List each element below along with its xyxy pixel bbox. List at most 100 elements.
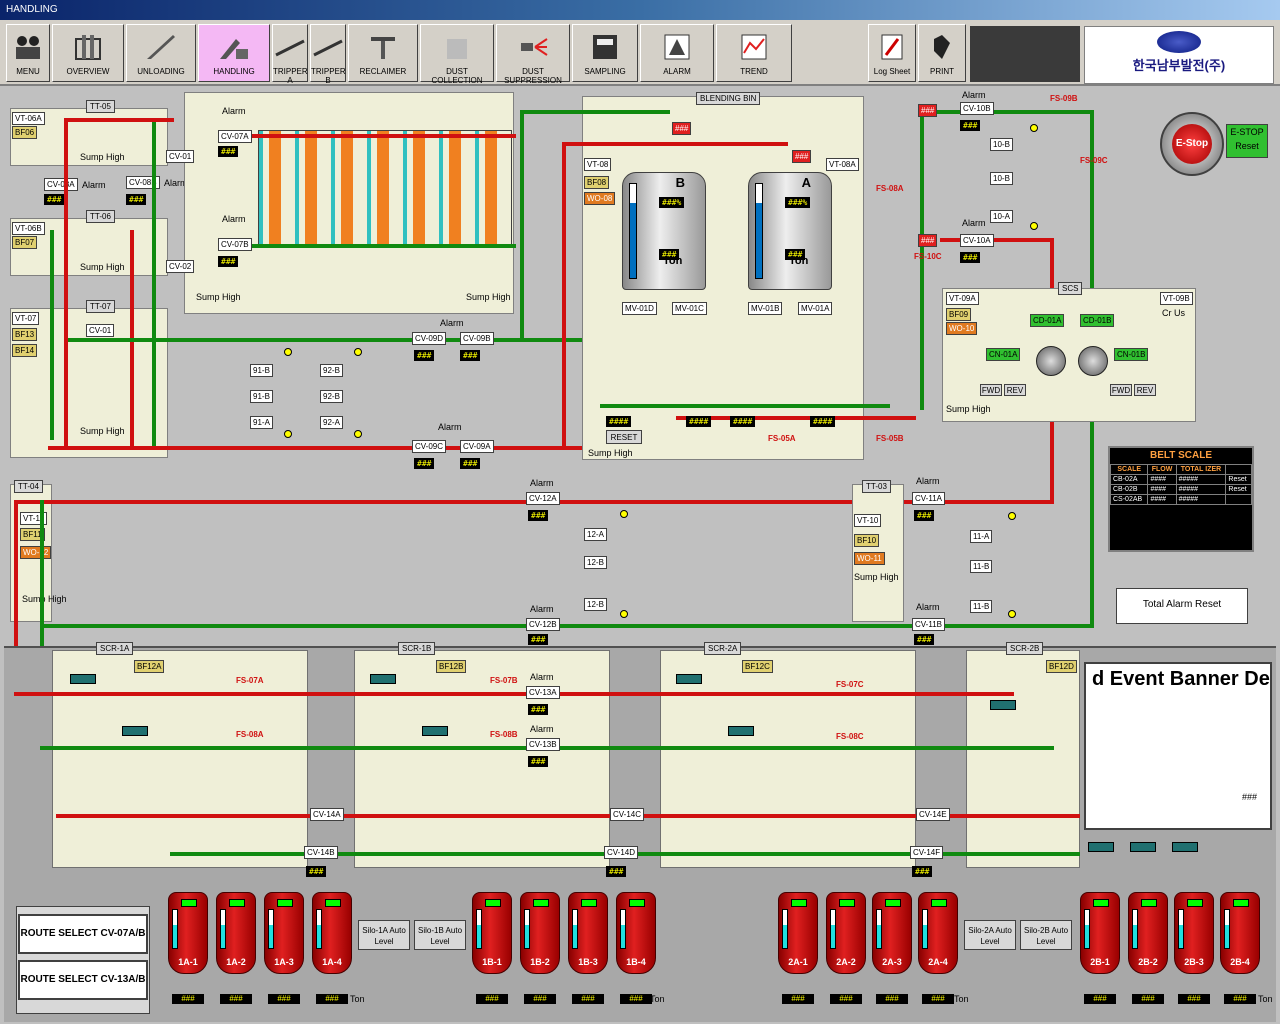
mv01c-tag[interactable]: MV-01C	[672, 302, 707, 315]
feeder-icon[interactable]	[370, 674, 396, 684]
cv13a-tag[interactable]: CV-13A	[526, 686, 560, 699]
cd01a-tag[interactable]: CD-01A	[1030, 314, 1065, 327]
cv11a-tag[interactable]: CV-11A	[912, 492, 945, 505]
gate-12b-tag[interactable]: 12-B	[584, 556, 607, 569]
unloading-button[interactable]: UNLOADING	[126, 24, 196, 82]
wo12-tag[interactable]: WO-12	[20, 546, 52, 559]
fs08a2-fault[interactable]: FS-08A	[236, 730, 264, 739]
feeder-icon[interactable]	[422, 726, 448, 736]
estop-reset-button[interactable]: E-STOP Reset	[1226, 124, 1268, 158]
cv10a-motor-tag[interactable]: ###	[918, 234, 938, 247]
bf06-tag[interactable]: BF06	[12, 126, 38, 139]
estop-button[interactable]: E-Stop	[1160, 112, 1224, 176]
fs08c-fault[interactable]: FS-08C	[836, 732, 864, 741]
gate-valve-icon[interactable]	[354, 348, 362, 356]
reclaimer-button[interactable]: RECLAIMER	[348, 24, 418, 82]
cv14d-tag[interactable]: CV-14D	[604, 846, 639, 859]
sampling-button[interactable]: SAMPLING	[572, 24, 638, 82]
vt09a-tag[interactable]: VT-09A	[946, 292, 979, 305]
gate-valve-icon[interactable]	[1030, 124, 1038, 132]
bf07-tag[interactable]: BF07	[12, 236, 38, 249]
bf11-tag[interactable]: BF11	[20, 528, 45, 541]
menu-button[interactable]: MENU	[6, 24, 50, 82]
cd01b-tag[interactable]: CD-01B	[1080, 314, 1115, 327]
fs07c-fault[interactable]: FS-07C	[836, 680, 864, 689]
cv09c-tag[interactable]: CV-09C	[412, 440, 447, 453]
mv01d-tag[interactable]: MV-01D	[622, 302, 657, 315]
gate-valve-icon[interactable]	[1030, 222, 1038, 230]
alarm-button[interactable]: ALARM	[640, 24, 714, 82]
gate-10b-tag[interactable]: 10-B	[990, 138, 1013, 151]
blend-gate-b-tag[interactable]: ###	[672, 122, 692, 135]
silo-2a-1[interactable]: 2A-1	[778, 892, 818, 974]
bf14-tag[interactable]: BF14	[12, 344, 38, 357]
cv10b-tag[interactable]: CV-10B	[960, 102, 994, 115]
cv07a-tag[interactable]: CV-07A	[218, 130, 252, 143]
fs07b-fault[interactable]: FS-07B	[490, 676, 518, 685]
wo10-tag[interactable]: WO-10	[946, 322, 978, 335]
feeder-icon[interactable]	[1172, 842, 1198, 852]
silo-1a-3[interactable]: 1A-3	[264, 892, 304, 974]
bf12d-tag[interactable]: BF12D	[1046, 660, 1077, 673]
silo-1a-1[interactable]: 1A-1	[168, 892, 208, 974]
belt-scale-reset-button[interactable]: Reset	[1225, 484, 1252, 495]
cv07b-tag[interactable]: CV-07B	[218, 238, 252, 251]
cv01-tag[interactable]: CV-01	[166, 150, 195, 163]
fs07a-fault[interactable]: FS-07A	[236, 676, 264, 685]
cv08a-tag[interactable]: CV-08A	[44, 178, 78, 191]
log-sheet-button[interactable]: Log Sheet	[868, 24, 916, 82]
silo-1a-4[interactable]: 1A-4	[312, 892, 352, 974]
crusher-b-icon[interactable]	[1078, 346, 1108, 376]
rev-button[interactable]: REV	[1134, 384, 1156, 396]
vt06a-tag[interactable]: VT-06A	[12, 112, 45, 125]
vt09b-tag[interactable]: VT-09B	[1160, 292, 1193, 305]
fs09b-fault[interactable]: FS-09B	[1050, 94, 1078, 103]
route-select-cv07-button[interactable]: ROUTE SELECT CV-07A/B	[18, 914, 148, 954]
silo-1b-auto-level-button[interactable]: Silo-1B Auto Level	[414, 920, 466, 950]
mv01b-tag[interactable]: MV-01B	[748, 302, 783, 315]
cv12b-tag[interactable]: CV-12B	[526, 618, 560, 631]
silo-1a-auto-level-button[interactable]: Silo-1A Auto Level	[358, 920, 410, 950]
vt08-tag[interactable]: VT-08	[584, 158, 612, 171]
reset-button[interactable]: RESET	[606, 430, 642, 444]
feeder-icon[interactable]	[122, 726, 148, 736]
fs05b-fault[interactable]: FS-05B	[876, 434, 904, 443]
gate-valve-icon[interactable]	[284, 348, 292, 356]
gate-92b-tag[interactable]: 92-B	[320, 390, 343, 403]
cn01b-tag[interactable]: CN-01B	[1114, 348, 1149, 361]
gate-valve-icon[interactable]	[620, 510, 628, 518]
silo-2b-4[interactable]: 2B-4	[1220, 892, 1260, 974]
bf09-tag[interactable]: BF09	[946, 308, 972, 321]
silo-1b-3[interactable]: 1B-3	[568, 892, 608, 974]
gate-valve-icon[interactable]	[1008, 512, 1016, 520]
fs08b-fault[interactable]: FS-08B	[490, 730, 518, 739]
tripper-b-button[interactable]: TRIPPER B	[310, 24, 346, 85]
cv14f-tag[interactable]: CV-14F	[910, 846, 944, 859]
cn01a-tag[interactable]: CN-01A	[986, 348, 1021, 361]
gate-91b-tag[interactable]: 91-B	[250, 390, 273, 403]
silo-2b-2[interactable]: 2B-2	[1128, 892, 1168, 974]
silo-2a-auto-level-button[interactable]: Silo-2A Auto Level	[964, 920, 1016, 950]
gate-12a-tag[interactable]: 12-A	[584, 528, 607, 541]
silo-1b-2[interactable]: 1B-2	[520, 892, 560, 974]
cv09a-tag[interactable]: CV-09A	[460, 440, 494, 453]
cv14b-tag[interactable]: CV-14B	[304, 846, 338, 859]
fs10c-fault[interactable]: FS-10C	[914, 252, 942, 261]
cv13b-tag[interactable]: CV-13B	[526, 738, 560, 751]
feeder-icon[interactable]	[1130, 842, 1156, 852]
gate-valve-icon[interactable]	[354, 430, 362, 438]
vt06b-tag[interactable]: VT-06B	[12, 222, 45, 235]
handling-button[interactable]: HANDLING	[198, 24, 270, 82]
gate-92b-tag[interactable]: 92-B	[320, 364, 343, 377]
silo-2a-2[interactable]: 2A-2	[826, 892, 866, 974]
bf12a-tag[interactable]: BF12A	[134, 660, 165, 673]
cv01-tag[interactable]: CV-01	[86, 324, 115, 337]
gate-92a-tag[interactable]: 92-A	[320, 416, 343, 429]
bf10-tag[interactable]: BF10	[854, 534, 880, 547]
bf12b-tag[interactable]: BF12B	[436, 660, 467, 673]
silo-2b-1[interactable]: 2B-1	[1080, 892, 1120, 974]
cv14a-tag[interactable]: CV-14A	[310, 808, 344, 821]
gate-91a-tag[interactable]: 91-A	[250, 416, 273, 429]
total-alarm-reset-button[interactable]: Total Alarm Reset	[1116, 588, 1248, 624]
fs08a-fault[interactable]: FS-08A	[876, 184, 904, 193]
